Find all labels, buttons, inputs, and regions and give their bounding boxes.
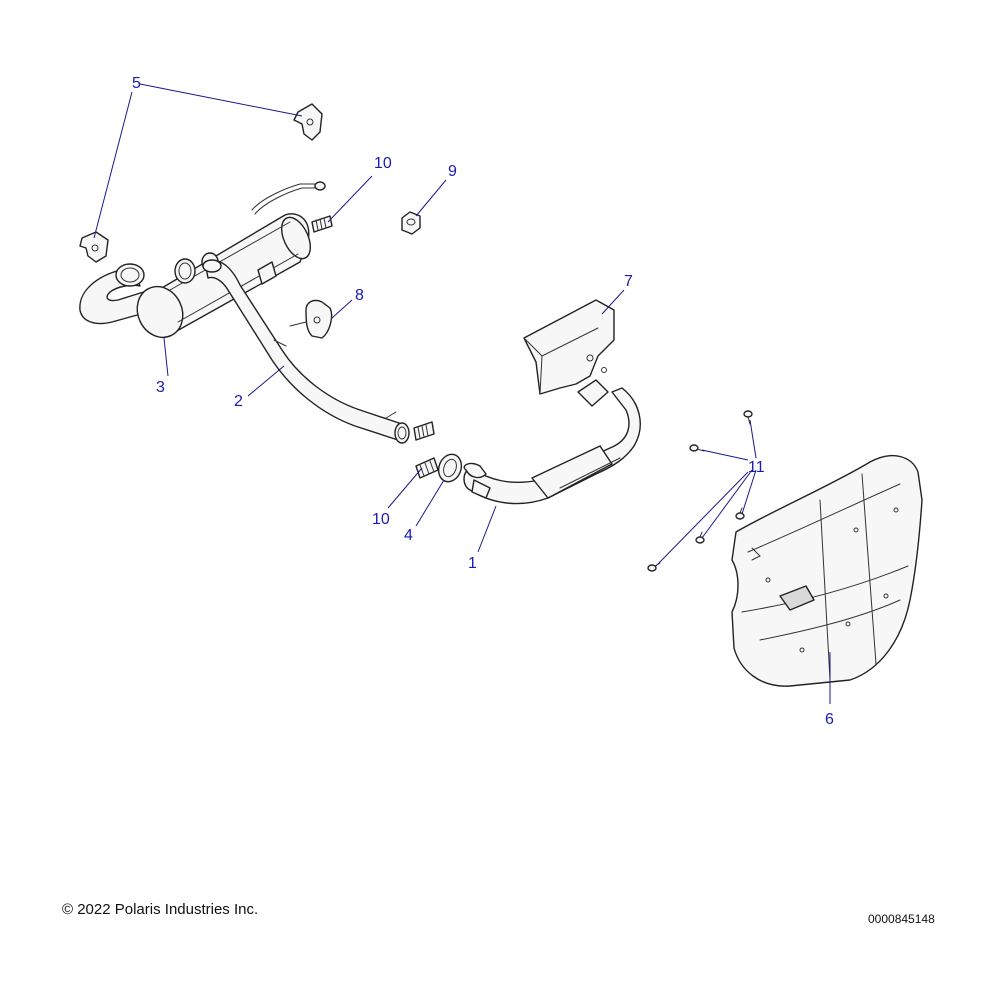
muffler-part bbox=[79, 181, 326, 339]
leader-11a bbox=[749, 419, 757, 459]
clamp-part-upper bbox=[293, 103, 323, 141]
copyright-notice: © 2022 Polaris Industries Inc. bbox=[62, 901, 259, 918]
head-pipe-part bbox=[202, 259, 410, 444]
spring-part-lower bbox=[415, 457, 439, 479]
mount-bracket-part bbox=[289, 299, 333, 339]
leader-5b bbox=[93, 91, 133, 239]
nut-part bbox=[401, 211, 421, 235]
callout-11: 11 bbox=[748, 459, 765, 476]
callout-9: 9 bbox=[448, 163, 457, 180]
heat-shield-large-part bbox=[731, 454, 923, 687]
leader-2 bbox=[247, 365, 285, 397]
callout-10-lower: 10 bbox=[372, 511, 390, 528]
leader-4 bbox=[415, 479, 445, 527]
leader-11c bbox=[741, 469, 757, 515]
leader-8 bbox=[331, 299, 353, 319]
callout-2: 2 bbox=[234, 393, 243, 410]
callout-10-upper: 10 bbox=[374, 155, 392, 172]
callout-4: 4 bbox=[404, 527, 413, 544]
callout-8: 8 bbox=[355, 287, 364, 304]
clamp-part-lower bbox=[79, 231, 109, 263]
callout-labels: 1 2 3 4 5 6 7 8 9 10 10 11 bbox=[132, 75, 834, 728]
callout-5: 5 bbox=[132, 75, 141, 92]
gasket-part bbox=[437, 453, 463, 483]
heat-shield-small-part bbox=[523, 299, 615, 395]
screw-part-3 bbox=[735, 507, 745, 520]
leader-11b bbox=[701, 449, 749, 461]
screw-part-4 bbox=[695, 531, 705, 544]
leader-7 bbox=[601, 289, 625, 315]
leader-lines bbox=[93, 83, 831, 704]
leader-5a bbox=[139, 83, 303, 117]
leader-3 bbox=[163, 337, 169, 377]
leader-11e bbox=[655, 471, 749, 567]
drawing-number: 0000845148 bbox=[868, 912, 935, 926]
screw-part-1 bbox=[743, 410, 753, 425]
spring-part-upper bbox=[311, 215, 333, 233]
exhaust-pipe-part bbox=[463, 379, 641, 505]
leader-11d bbox=[701, 469, 753, 539]
leader-9 bbox=[415, 179, 447, 217]
callout-6: 6 bbox=[825, 711, 834, 728]
leader-10a bbox=[327, 175, 373, 223]
callout-7: 7 bbox=[624, 273, 633, 290]
leader-10b bbox=[387, 467, 423, 509]
spring-part-middle bbox=[413, 421, 435, 441]
callout-3: 3 bbox=[156, 379, 165, 396]
leader-1 bbox=[477, 505, 497, 553]
callout-1: 1 bbox=[468, 555, 477, 572]
screw-part-2 bbox=[689, 444, 705, 452]
